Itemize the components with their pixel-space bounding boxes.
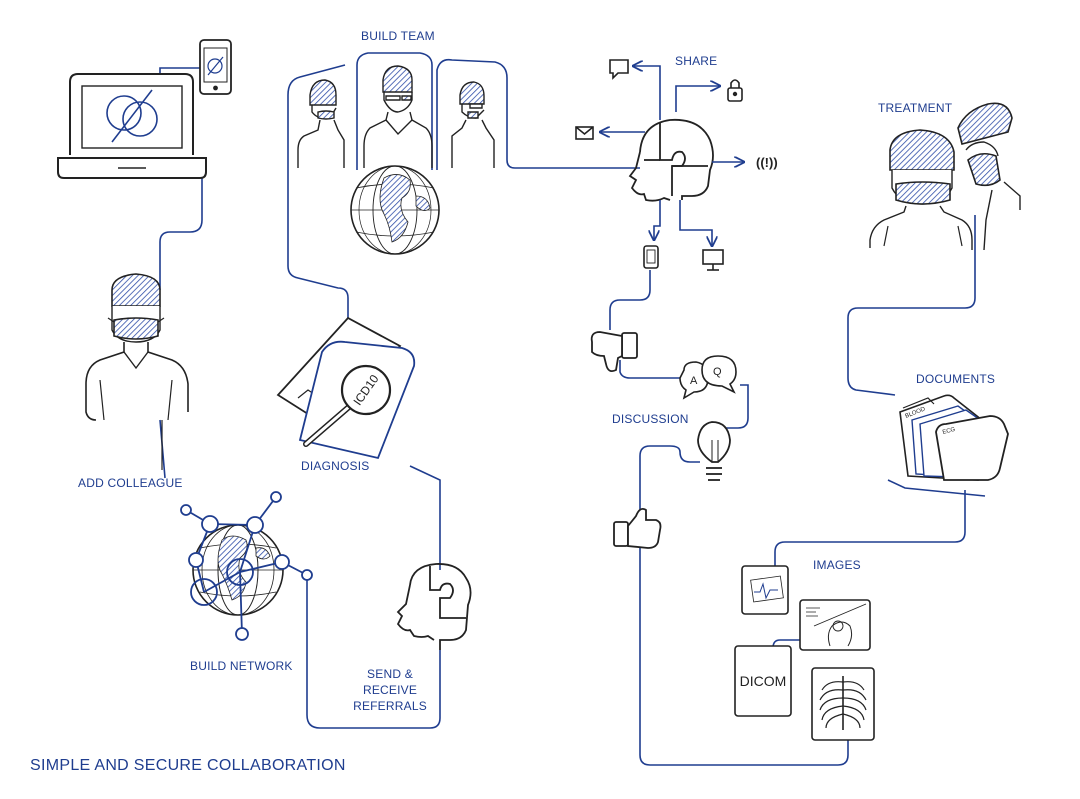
monitor-icon <box>702 249 724 271</box>
path-bulb-to-thumbsup <box>639 445 700 520</box>
image-xray-ribs <box>811 667 875 741</box>
question-bubble-icon: Q <box>701 355 737 394</box>
footer-title: SIMPLE AND SECURE COLLABORATION <box>30 757 346 774</box>
ecg-tab-glyph: ECG <box>942 427 956 436</box>
label-build-network: BUILD NETWORK <box>190 659 293 673</box>
label-treatment: TREATMENT <box>878 101 953 115</box>
path-diagnosis-to-team <box>287 64 349 318</box>
image-xray-head <box>799 599 871 651</box>
magnifier-icon: ICD10 <box>303 364 392 447</box>
path-team-frame-right <box>436 58 640 170</box>
team-member-left <box>297 79 345 168</box>
alert-glyph: ((!)) <box>756 155 778 170</box>
label-send-receive-referrals: SEND & RECEIVE REFERRALS <box>348 666 432 714</box>
thumbs-up-icon <box>613 507 662 549</box>
path-thumbsup-to-images <box>639 548 849 766</box>
colleague-figure <box>85 273 189 470</box>
image-ecg-thumb <box>741 565 789 615</box>
question-glyph: Q <box>713 366 722 378</box>
path-chat-to-bulb <box>715 384 749 429</box>
share-head-icon <box>628 118 714 202</box>
label-referrals-line: REFERRALS <box>353 699 427 713</box>
phone-icon <box>199 39 232 95</box>
surgeon-back <box>957 102 1021 251</box>
team-member-center <box>363 65 433 168</box>
path-doc-bottom <box>887 479 986 497</box>
path-referrals-to-diagnosis <box>409 465 441 570</box>
mobile-icon <box>643 245 659 269</box>
answer-glyph: A <box>690 375 698 387</box>
path-documents-to-treatment <box>847 215 976 396</box>
label-discussion: DISCUSSION <box>612 412 689 426</box>
team-globe <box>350 165 440 255</box>
mail-icon <box>575 126 594 140</box>
path-thumbsdown-to-chat <box>619 360 680 379</box>
path-images-chain <box>774 490 966 580</box>
folder-front: ECG <box>935 415 1009 481</box>
path-phone-to-laptop <box>159 67 200 75</box>
lightbulb-icon <box>697 421 731 481</box>
label-receive-line: RECEIVE <box>362 683 418 697</box>
label-share: SHARE <box>675 54 718 68</box>
connector-paths <box>159 52 986 766</box>
thumbs-down-icon <box>590 331 638 373</box>
label-diagnosis: DIAGNOSIS <box>301 459 370 473</box>
laptop-screen-logo <box>106 89 158 143</box>
network-globe <box>192 524 284 616</box>
image-dicom-box <box>734 645 792 717</box>
path-team-frame-mid <box>356 52 433 170</box>
path-network-to-referrals <box>306 575 441 729</box>
label-add-colleague: ADD COLLEAGUE <box>78 476 183 490</box>
dicom-label: DICOM <box>739 673 787 689</box>
chat-bubble-icon <box>609 59 629 80</box>
label-build-team: BUILD TEAM <box>361 29 435 43</box>
label-documents: DOCUMENTS <box>916 372 996 386</box>
label-send-line: SEND & <box>367 667 413 681</box>
share-arrows <box>600 66 744 246</box>
phone-screen-logo <box>207 56 224 76</box>
referral-head-icon <box>396 563 472 650</box>
path-head-to-thumbsdown <box>609 270 651 330</box>
laptop-icon <box>57 73 207 179</box>
network-nodes <box>180 491 313 641</box>
surgeon-front <box>869 129 973 250</box>
label-images: IMAGES <box>813 558 861 572</box>
path-laptop-to-colleague <box>159 178 203 290</box>
team-member-right <box>451 81 495 168</box>
lock-icon <box>727 79 743 102</box>
